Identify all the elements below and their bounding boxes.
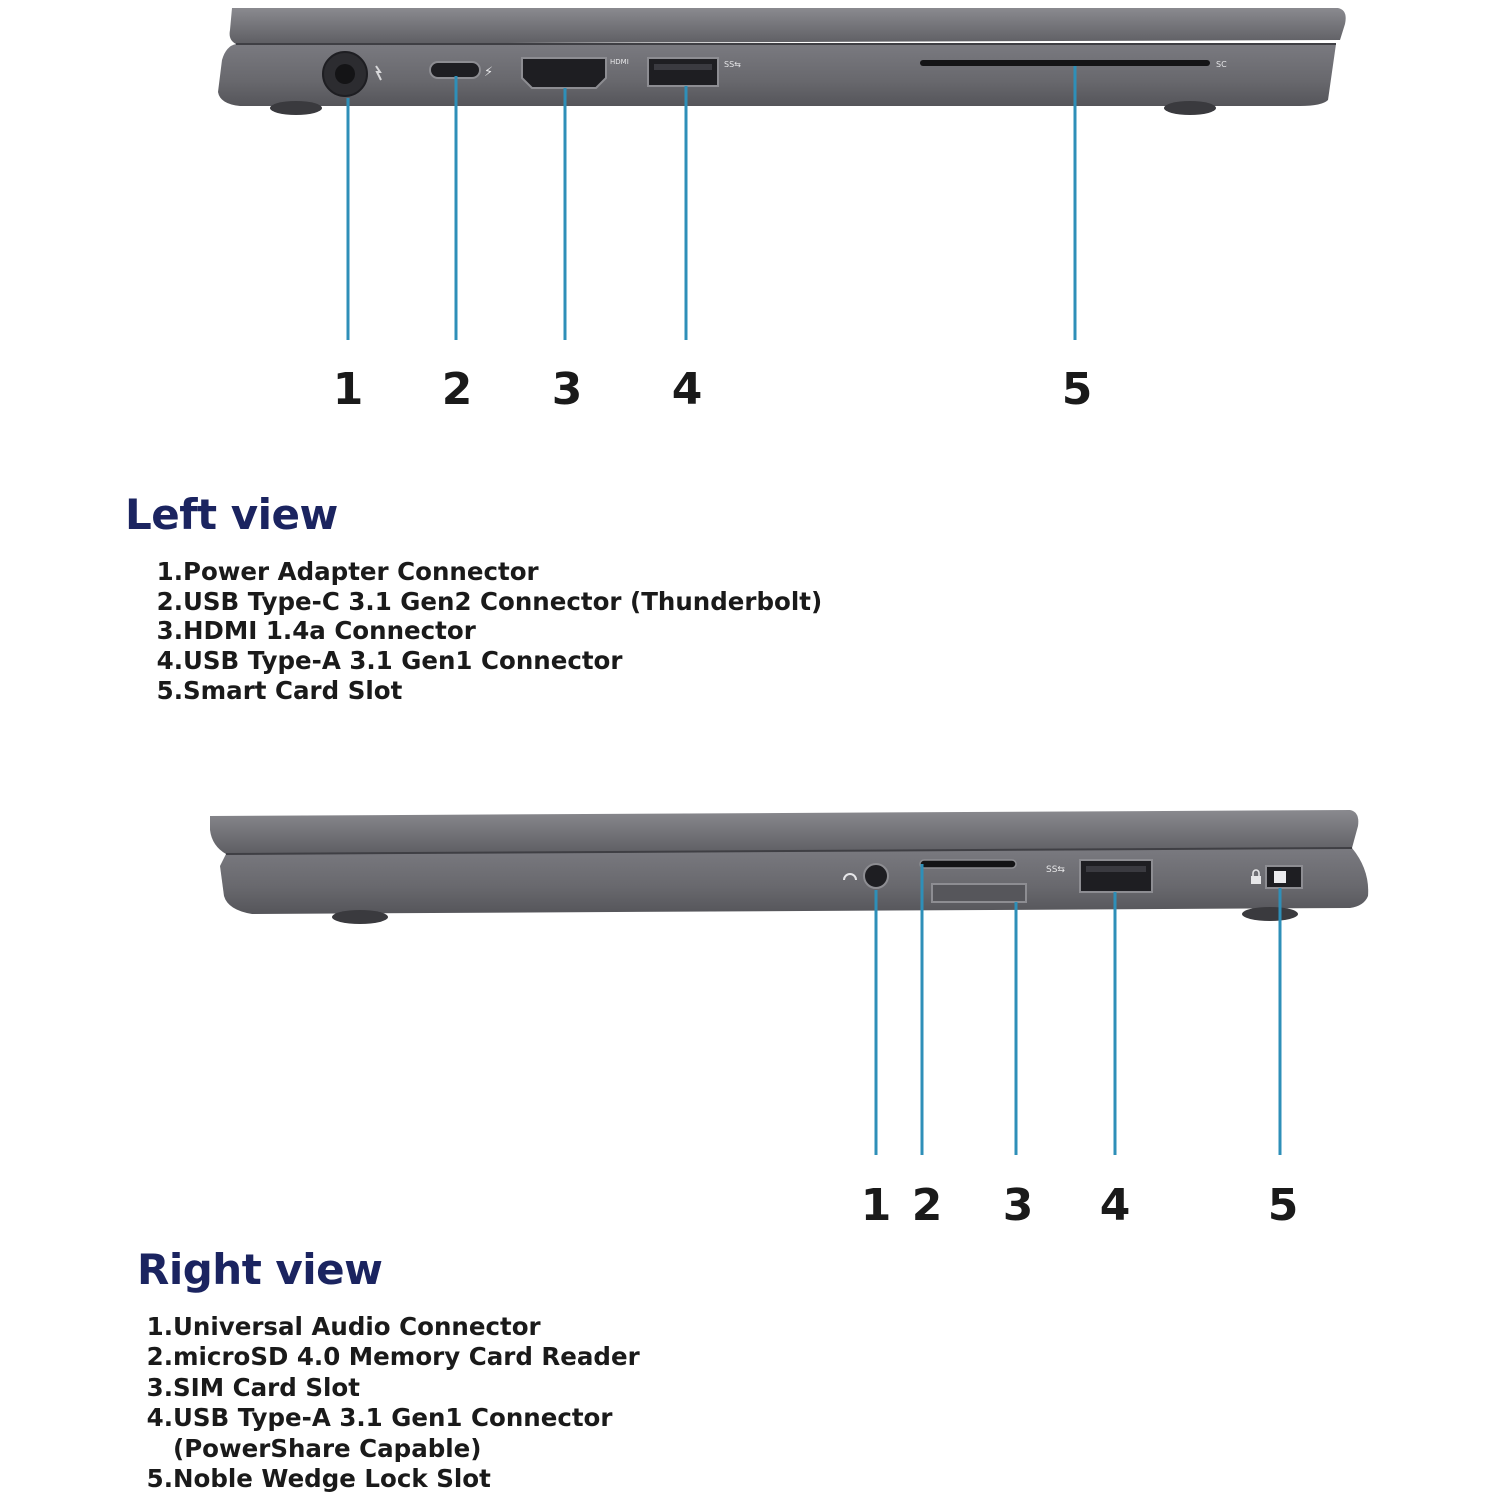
callout-number: 1	[861, 1180, 892, 1231]
right-port-list: 1.Universal Audio Connector 2.microSD 4.…	[145, 1312, 640, 1494]
lock-slot-icon	[1251, 865, 1303, 889]
callout-number: 3	[552, 364, 583, 415]
laptop-chassis	[218, 8, 1346, 115]
smart-card-slot-icon: SC	[920, 60, 1227, 69]
list-item: 5.Noble Wedge Lock Slot	[146, 1464, 491, 1494]
usb-a-port-icon: SS⇆	[647, 57, 741, 87]
callout-number: 2	[442, 364, 473, 415]
power-adapter-port-icon	[322, 51, 382, 97]
left-view-title: Left view	[125, 490, 338, 539]
callout-number: 4	[1100, 1180, 1131, 1231]
callout-number: 5	[1062, 364, 1093, 415]
usb-a-port-icon: SS⇆	[1046, 859, 1153, 893]
callout-number: 3	[1003, 1180, 1034, 1231]
svg-text:HDMI: HDMI	[610, 58, 629, 66]
callout-number: 5	[1268, 1180, 1299, 1231]
list-item: 5.Smart Card Slot	[156, 675, 403, 705]
list-item: 2.USB Type-C 3.1 Gen2 Connector (Thunder…	[156, 586, 823, 616]
left-view-illustration: ⚡ HDMI SS⇆ SC 1 2 3 4 5	[218, 8, 1346, 415]
usb-c-port-icon: ⚡	[429, 61, 493, 80]
list-item: 3.HDMI 1.4a Connector	[156, 616, 476, 646]
left-port-list: 1.Power Adapter Connector 2.USB Type-C 3…	[155, 557, 823, 706]
padlock-icon	[1251, 869, 1261, 884]
thunderbolt-icon: ⚡	[484, 65, 493, 80]
audio-jack-icon	[843, 863, 889, 889]
callout-lines	[874, 864, 1282, 1155]
list-item: 3.SIM Card Slot	[146, 1372, 360, 1402]
list-item: 1.Universal Audio Connector	[146, 1312, 541, 1341]
list-item: 4.USB Type-A 3.1 Gen1 Connector (PowerSh…	[146, 1403, 613, 1463]
svg-text:SC: SC	[1216, 60, 1227, 69]
right-view-illustration: SS⇆ 1 2 3 4 5	[210, 810, 1369, 1231]
callout-numbers: 1 2 3 4 5	[861, 1180, 1299, 1231]
laptop-chassis	[210, 810, 1369, 924]
hdmi-port-icon: HDMI	[521, 57, 629, 89]
list-item: 4.USB Type-A 3.1 Gen1 Connector	[156, 646, 623, 676]
callout-number: 4	[672, 364, 703, 415]
sim-slot-icon	[931, 883, 1027, 903]
callout-lines	[346, 66, 1077, 340]
svg-text:SS⇆: SS⇆	[1046, 865, 1065, 875]
headset-icon	[843, 873, 857, 881]
svg-text:SS⇆: SS⇆	[724, 60, 741, 69]
list-item: 1.Power Adapter Connector	[156, 557, 539, 586]
callout-number: 1	[333, 364, 364, 415]
right-view-title: Right view	[137, 1245, 383, 1294]
list-item: 2.microSD 4.0 Memory Card Reader	[146, 1342, 640, 1372]
callout-numbers: 1 2 3 4 5	[333, 364, 1093, 415]
callout-number: 2	[912, 1180, 943, 1231]
microsd-slot-icon	[919, 859, 1017, 869]
